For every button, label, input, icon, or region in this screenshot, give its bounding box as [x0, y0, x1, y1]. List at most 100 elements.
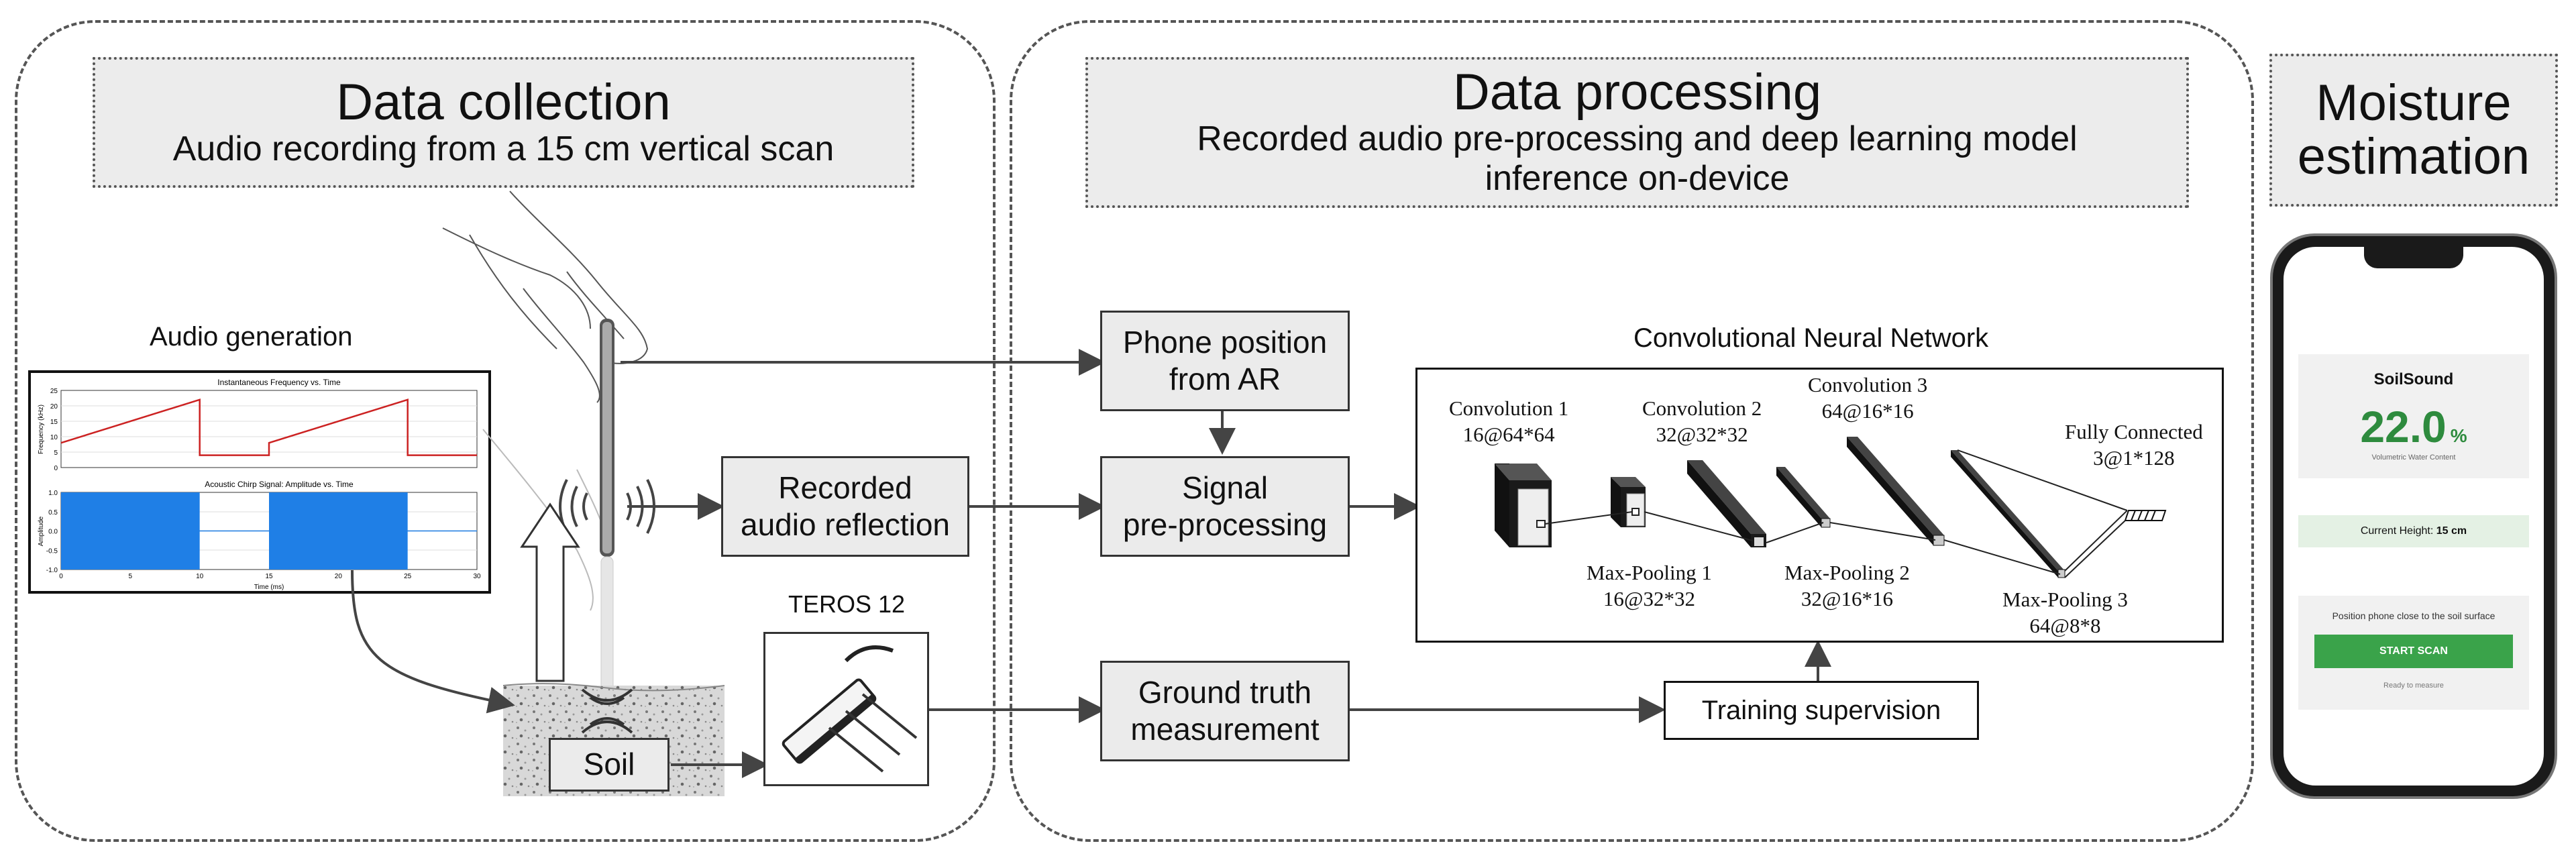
section-subtitle-line-2: inference on-device — [1485, 159, 1790, 199]
amp-xtick-label: 10 — [196, 573, 204, 580]
amp-xtick-label: 25 — [404, 573, 412, 580]
section-subtitle: Audio recording from a 15 cm vertical sc… — [172, 129, 835, 168]
fc-name: Fully Connected — [2065, 420, 2203, 443]
fc-block — [2124, 510, 2167, 521]
audio-generation-label: Audio generation — [150, 322, 353, 352]
pool3-name: Max-Pooling 3 — [2002, 588, 2128, 611]
amp-yticks: 1.0 0.5 0.0 -0.5 -1.0 — [46, 490, 58, 574]
pool2-dims: 32@16*16 — [1801, 586, 1893, 610]
cnn-connections — [1544, 449, 2128, 578]
data-processing-header: Data processing Recorded audio pre-proce… — [1085, 57, 2189, 208]
phone-screen: SoilSound 22.0% Volumetric Water Content… — [2284, 247, 2544, 786]
ground-truth-box: Ground truth measurement — [1100, 661, 1350, 761]
freq-ytick-label: 10 — [50, 434, 58, 441]
training-supervision-box: Training supervision — [1664, 681, 1979, 740]
cnn-diagram — [1495, 437, 2167, 578]
status-text: Ready to measure — [2383, 682, 2444, 690]
moisture-estimation-header: Moisture estimation — [2269, 54, 2558, 207]
amp-ytick-label: 0.0 — [48, 529, 58, 536]
recorded-audio-box: Recorded audio reflection — [721, 456, 969, 557]
pool1-block — [1611, 477, 1646, 527]
section-title: Data collection — [336, 73, 671, 131]
height-label: Current Height: — [2360, 525, 2434, 537]
freq-plot-title: Instantaneous Frequency vs. Time — [217, 378, 341, 387]
value-caption: Volumetric Water Content — [2371, 453, 2456, 462]
conv2-block — [1687, 460, 1766, 547]
pool1-label: Max-Pooling 1 16@32*32 — [1587, 560, 1712, 612]
conv2-name: Convolution 2 — [1642, 396, 1762, 420]
pool2-name: Max-Pooling 2 — [1784, 561, 1910, 584]
moisture-readout: 22.0% — [2298, 401, 2529, 452]
conv2-dims: 32@32*32 — [1656, 422, 1748, 446]
moisture-value: 22.0 — [2360, 402, 2447, 451]
recorded-line-1: Recorded — [778, 470, 912, 505]
conv1-block — [1495, 464, 1552, 547]
soil-label: Soil — [583, 747, 635, 782]
start-scan-button[interactable]: START SCAN — [2314, 635, 2513, 668]
amp-xtick-label: 5 — [129, 573, 133, 580]
fc-dims: 3@1*128 — [2093, 445, 2175, 470]
conv3-block — [1847, 437, 1945, 546]
pool2-block — [1776, 467, 1831, 528]
amp-ytick-label: -0.5 — [46, 547, 58, 555]
amp-ytick-label: 1.0 — [48, 490, 58, 497]
soil-sound-card: SoilSound 22.0% Volumetric Water Content — [2298, 354, 2529, 478]
phone-notch — [2364, 247, 2463, 268]
data-processing-region — [1010, 20, 2254, 842]
amp-bursts — [61, 492, 477, 570]
app-name: SoilSound — [2373, 370, 2454, 388]
phone-position-line-2: from AR — [1169, 362, 1281, 396]
pool1-dims: 16@32*32 — [1603, 586, 1695, 610]
section-title-line-2: estimation — [2297, 128, 2530, 185]
amp-xtick-label: 0 — [59, 573, 63, 580]
recorded-line-2: audio reflection — [741, 507, 950, 542]
conv3-name: Convolution 3 — [1808, 373, 1928, 396]
cnn-title: Convolutional Neural Network — [1633, 323, 1989, 353]
conv3-dims: 64@16*16 — [1821, 398, 1914, 423]
training-supervision-label: Training supervision — [1701, 695, 1941, 725]
conv3-label: Convolution 3 64@16*16 — [1808, 372, 1927, 425]
amp-xlabel: Time (ms) — [254, 584, 284, 591]
teros-label: TEROS 12 — [788, 590, 906, 618]
signal-preprocessing-box: Signal pre-processing — [1100, 456, 1350, 557]
phone-position-box: Phone position from AR — [1100, 311, 1350, 411]
teros-sensor-icon — [782, 645, 918, 773]
conv2-label: Convolution 2 32@32*32 — [1642, 396, 1762, 448]
freq-ytick-label: 5 — [54, 449, 58, 457]
amp-plot-title: Acoustic Chirp Signal: Amplitude vs. Tim… — [205, 480, 354, 489]
freq-ytick-label: 0 — [54, 465, 58, 472]
amp-xtick-label: 15 — [265, 573, 273, 580]
section-subtitle-line-1: Recorded audio pre-processing and deep l… — [1197, 119, 2078, 158]
height-card: Current Height: 15 cm — [2298, 515, 2529, 547]
teros-sensor-box — [763, 632, 929, 786]
conv1-name: Convolution 1 — [1449, 396, 1569, 420]
amp-ytick-label: -1.0 — [46, 567, 58, 574]
pool1-name: Max-Pooling 1 — [1587, 561, 1712, 584]
soil-box: Soil — [549, 738, 669, 792]
cnn-box — [1415, 368, 2224, 643]
audio-generation-panel: Instantaneous Frequency vs. Time 25 20 15 1… — [28, 370, 491, 594]
ground-truth-line-1: Ground truth — [1138, 674, 1312, 710]
data-collection-region — [15, 20, 996, 842]
data-collection-header: Data collection Audio recording from a 1… — [93, 57, 914, 188]
amp-ylabel: Amplitude — [38, 516, 45, 546]
pool2-label: Max-Pooling 2 32@16*16 — [1784, 560, 1910, 612]
conv1-label: Convolution 1 16@64*64 — [1449, 396, 1568, 448]
section-title-line-1: Moisture — [2316, 74, 2512, 132]
phone-position-line-1: Phone position — [1122, 324, 1328, 360]
freq-ytick-label: 15 — [50, 419, 58, 426]
height-value: 15 cm — [2436, 525, 2467, 537]
amp-xtick-label: 20 — [335, 573, 343, 580]
chirp-plots: Instantaneous Frequency vs. Time 25 20 15 1… — [38, 378, 481, 591]
freq-ylabel: Frequency (kHz) — [38, 404, 45, 454]
amp-burst — [269, 492, 408, 570]
amp-burst — [61, 492, 200, 570]
moisture-unit: % — [2450, 425, 2467, 446]
ground-truth-line-2: measurement — [1130, 712, 1320, 747]
conv1-dims: 16@64*64 — [1462, 422, 1555, 446]
amp-ytick-label: 0.5 — [48, 509, 58, 517]
fc-label: Fully Connected 3@1*128 — [2065, 419, 2203, 472]
pool3-label: Max-Pooling 3 64@8*8 — [2002, 587, 2128, 639]
